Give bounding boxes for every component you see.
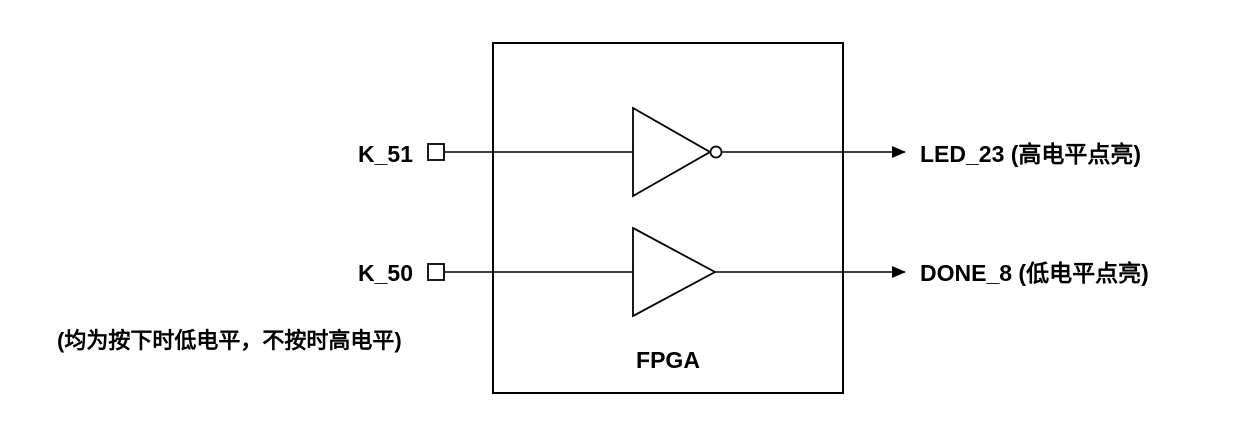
button-level-note: (均为按下时低电平，不按时高电平) [57,328,402,353]
not-gate-icon [632,106,712,198]
output-label-done8: DONE_8 (低电平点亮) [920,260,1149,286]
fpga-label: FPGA [636,347,700,373]
square-pin-icon [427,263,445,281]
output-label-led23: LED_23 (高电平点亮) [920,141,1141,167]
input-label-k51: K_51 [358,141,413,167]
square-pin-icon [427,143,445,161]
fpga-block [492,42,844,394]
input-label-k50: K_50 [358,260,413,286]
buffer-gate-icon [632,226,717,318]
inverter-bubble-icon [709,145,723,159]
